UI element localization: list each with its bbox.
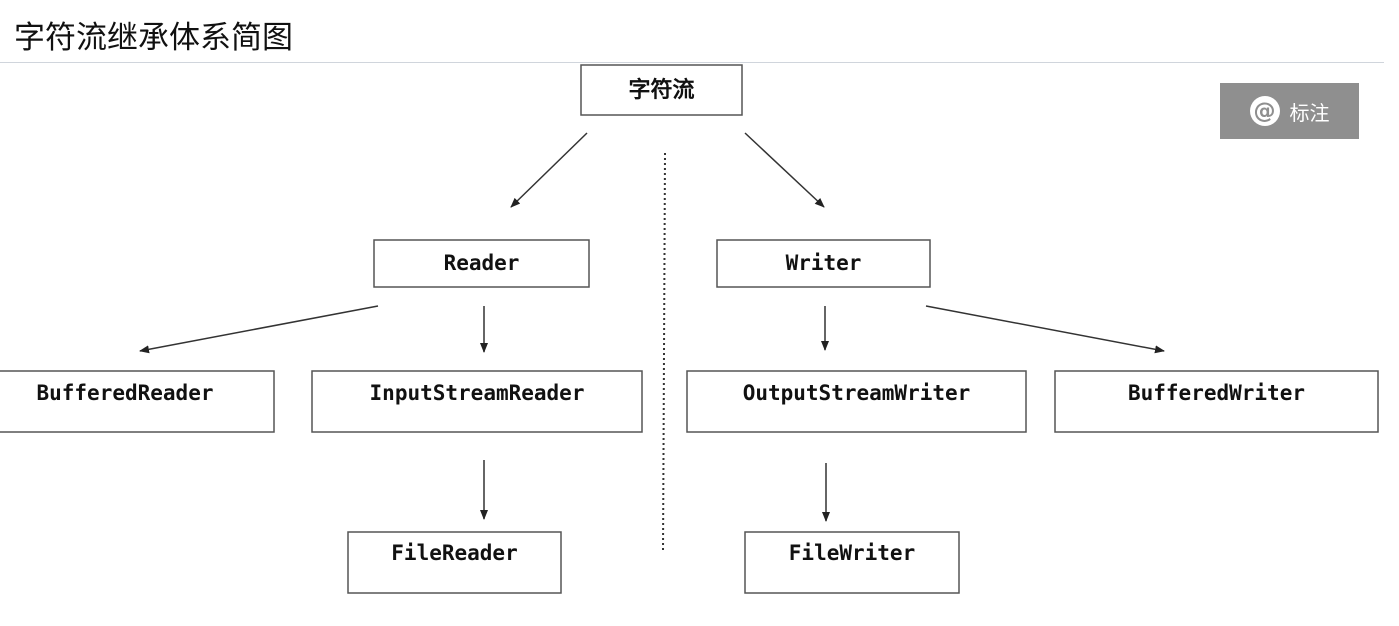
node-input-stream-reader: InputStreamReader <box>311 370 643 433</box>
node-root: 字符流 <box>580 64 743 116</box>
node-buffered-reader: BufferedReader <box>0 370 275 433</box>
node-file-reader-label: FileReader <box>391 541 517 565</box>
edge-writer-bufferedwriter <box>925 305 1165 354</box>
node-reader-label: Reader <box>444 251 520 275</box>
at-sign-icon: @ <box>1249 96 1280 126</box>
node-buffered-writer: BufferedWriter <box>1054 370 1379 433</box>
node-file-writer: FileWriter <box>744 531 960 594</box>
reader-writer-divider <box>662 152 666 553</box>
node-input-stream-reader-label: InputStreamReader <box>370 381 585 405</box>
edge-root-reader <box>510 132 588 208</box>
node-writer: Writer <box>716 239 931 288</box>
node-buffered-reader-label: BufferedReader <box>36 381 213 405</box>
node-writer-label: Writer <box>786 251 862 275</box>
node-output-stream-writer-label: OutputStreamWriter <box>743 381 971 405</box>
edge-reader-bufferedreader <box>139 305 379 354</box>
node-buffered-writer-label: BufferedWriter <box>1128 381 1305 405</box>
node-file-writer-label: FileWriter <box>789 541 915 565</box>
node-root-label: 字符流 <box>628 77 694 103</box>
node-file-reader: FileReader <box>347 531 562 594</box>
annotate-button[interactable]: @ 标注 <box>1220 83 1359 139</box>
page-title: 字符流继承体系简图 <box>14 20 293 56</box>
node-output-stream-writer: OutputStreamWriter <box>686 370 1027 433</box>
edge-root-writer <box>744 132 825 208</box>
title-divider <box>0 62 1384 63</box>
annotate-button-label: 标注 <box>1289 100 1330 125</box>
node-reader: Reader <box>373 239 590 288</box>
